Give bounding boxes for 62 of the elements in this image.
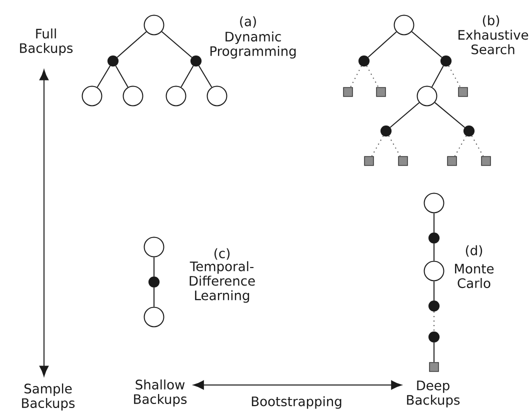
circle-node	[424, 260, 444, 282]
axis-end-label: Shallow Backups	[134, 379, 187, 407]
panel-letter: (c)	[214, 248, 230, 260]
branch-line	[434, 102, 466, 128]
square-node	[376, 87, 386, 97]
branch-line	[350, 65, 362, 88]
branch-line	[390, 102, 420, 128]
circle-node	[206, 86, 228, 106]
edge-label: Bootstrapping	[252, 396, 342, 409]
branch-line	[371, 135, 384, 157]
double-arrow	[193, 380, 402, 390]
panel-letter: (a)	[240, 16, 256, 28]
panel-letter: (b)	[482, 15, 500, 27]
circle-node	[144, 306, 164, 328]
circle-node	[394, 14, 414, 36]
panel-title: Monte Carlo	[455, 264, 494, 288]
branch-line	[161, 31, 192, 58]
branch-line	[448, 65, 461, 88]
circle-node	[144, 236, 164, 258]
branch-line	[180, 65, 194, 88]
circle-node	[424, 192, 444, 214]
branch-line	[115, 65, 128, 88]
dot-node	[358, 55, 370, 67]
panel-title: Temporal-Difference Learning	[190, 261, 255, 303]
circle-node	[144, 14, 164, 36]
branch-line	[116, 31, 147, 58]
dot-node	[380, 125, 392, 137]
panel-title: Exhaustive Search	[458, 30, 528, 54]
branch-line	[198, 65, 212, 88]
double-arrow	[39, 70, 49, 376]
square-node	[398, 156, 408, 166]
circle-node	[166, 86, 186, 106]
branch-line	[431, 65, 444, 88]
panel-title: Dynamic Programming	[210, 31, 296, 59]
dot-node	[148, 276, 160, 288]
branch-line	[388, 135, 401, 157]
branch-line	[471, 135, 484, 157]
dot-node	[463, 125, 475, 137]
branch-line	[366, 65, 379, 88]
circle-node	[82, 86, 102, 106]
dot-node	[428, 331, 440, 343]
square-node	[481, 156, 491, 166]
square-node	[429, 362, 439, 372]
square-node	[343, 87, 353, 97]
circle-node	[416, 86, 438, 106]
dot-node	[440, 55, 452, 67]
square-node	[458, 87, 468, 97]
dot-node	[428, 232, 440, 244]
branch-line	[454, 135, 467, 157]
axis-end-label: Full Backups	[20, 28, 73, 56]
branch-line	[411, 31, 442, 58]
square-node	[364, 156, 374, 166]
dot-node	[428, 300, 440, 312]
circle-node	[122, 86, 144, 106]
dot-node	[190, 55, 202, 67]
branch-line	[96, 65, 111, 88]
dot-node	[107, 55, 119, 67]
panel-letter: (d)	[466, 245, 482, 257]
branch-line	[368, 31, 397, 58]
axis-end-label: Deep Backups	[407, 380, 460, 408]
axis-end-label: Sample Backups	[22, 383, 75, 411]
square-node	[447, 156, 457, 166]
